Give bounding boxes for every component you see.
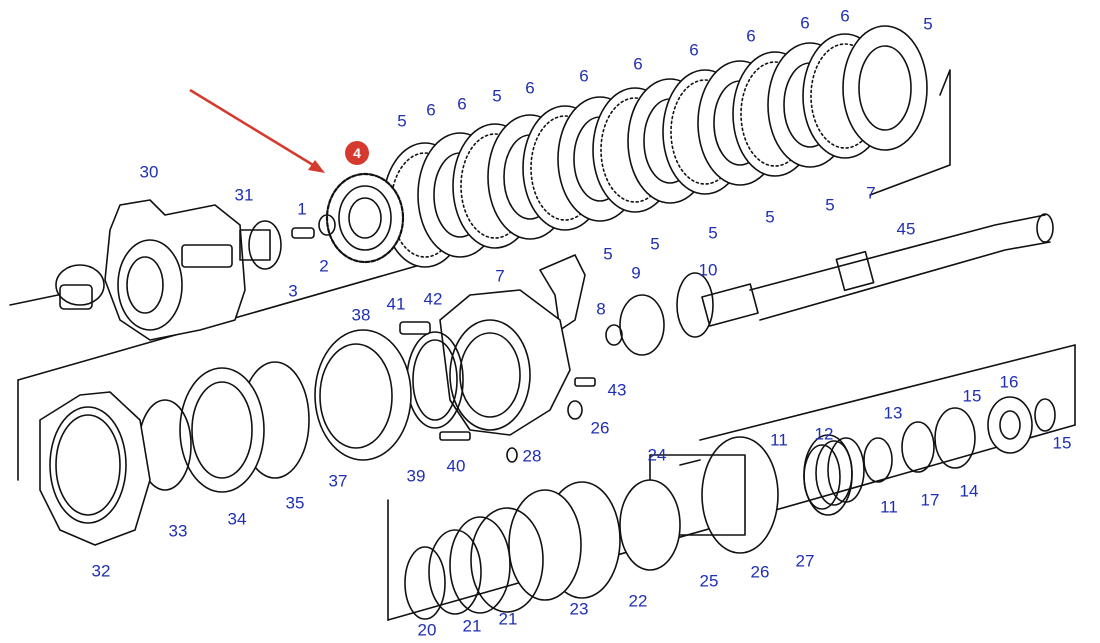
callout-label: 3 bbox=[288, 281, 298, 301]
callout-label: 20 bbox=[417, 620, 437, 640]
flange-housing bbox=[39, 391, 151, 546]
callout-label: 1 bbox=[297, 199, 307, 219]
highlight-badge: 4 bbox=[345, 141, 369, 165]
washer-and-screw bbox=[291, 214, 336, 239]
callout-label: 21 bbox=[498, 609, 518, 629]
callout-label: 5 bbox=[492, 86, 502, 106]
callout-label: 24 bbox=[647, 445, 667, 465]
callout-label: 5 bbox=[650, 234, 660, 254]
callout-label: 14 bbox=[959, 481, 979, 501]
callout-label: 10 bbox=[698, 260, 718, 280]
callout-label: 34 bbox=[227, 509, 247, 529]
highlight-arrow bbox=[189, 88, 325, 173]
callout-label: 16 bbox=[999, 372, 1019, 392]
callout-label: 25 bbox=[699, 571, 719, 591]
seal-rings bbox=[406, 331, 583, 463]
callout-label: 7 bbox=[866, 183, 876, 203]
callout-label: 11 bbox=[770, 430, 788, 450]
callout-label: 43 bbox=[607, 380, 627, 400]
callout-label: 6 bbox=[579, 66, 589, 86]
sun-gear-drum bbox=[619, 436, 779, 571]
clutch-hub-gear bbox=[325, 172, 405, 264]
callout-label: 26 bbox=[750, 562, 770, 582]
callout-label: 5 bbox=[708, 223, 718, 243]
callout-label: 32 bbox=[91, 561, 111, 581]
callout-label: 30 bbox=[139, 162, 159, 182]
callout-label: 37 bbox=[328, 471, 348, 491]
bearing-assembly bbox=[138, 361, 310, 493]
callout-label: 28 bbox=[522, 446, 542, 466]
callout-label: 26 bbox=[590, 418, 610, 438]
small-rings-and-bearing bbox=[863, 396, 1056, 483]
callout-label: 5 bbox=[923, 14, 933, 34]
callout-label: 6 bbox=[525, 78, 535, 98]
callout-label: 42 bbox=[423, 289, 443, 309]
callout-label: 11 bbox=[880, 497, 898, 517]
callout-label: 17 bbox=[920, 490, 940, 510]
callout-label: 5 bbox=[603, 244, 613, 264]
cover-housing bbox=[104, 199, 282, 341]
callout-label: 21 bbox=[462, 616, 482, 636]
callout-label: 5 bbox=[825, 195, 835, 215]
callout-label: 35 bbox=[285, 493, 305, 513]
bracket-block bbox=[539, 254, 586, 331]
callout-label: 5 bbox=[397, 111, 407, 131]
callout-label: 33 bbox=[168, 521, 188, 541]
input-drive-gear bbox=[9, 264, 105, 310]
spring-stack bbox=[803, 434, 865, 516]
callout-label: 27 bbox=[795, 551, 815, 571]
callout-label: 5 bbox=[765, 207, 775, 227]
callout-label: 15 bbox=[1052, 433, 1072, 453]
callout-label: 6 bbox=[800, 13, 810, 33]
callout-label: 39 bbox=[406, 466, 426, 486]
callout-label: 9 bbox=[631, 263, 641, 283]
callout-label: 31 bbox=[234, 185, 254, 205]
callout-label: 45 bbox=[896, 219, 916, 239]
brake-plate bbox=[314, 329, 412, 461]
callout-label: 7 bbox=[495, 266, 505, 286]
callout-label: 12 bbox=[814, 424, 834, 444]
piston-carrier-housing bbox=[399, 289, 596, 436]
clutch-disc-pack bbox=[382, 25, 928, 268]
snap-ring-and-washer bbox=[605, 294, 665, 356]
callout-label: 6 bbox=[840, 6, 850, 26]
callout-label: 13 bbox=[883, 403, 903, 423]
callout-label: 40 bbox=[446, 456, 466, 476]
callout-label: 6 bbox=[746, 26, 756, 46]
callout-label: 6 bbox=[426, 100, 436, 120]
callout-label: 2 bbox=[319, 256, 329, 276]
callout-label: 6 bbox=[633, 54, 643, 74]
callout-label: 6 bbox=[457, 94, 467, 114]
callout-label: 6 bbox=[689, 40, 699, 60]
callout-label: 8 bbox=[596, 299, 606, 319]
callout-label: 38 bbox=[351, 305, 371, 325]
planet-drum bbox=[404, 481, 621, 620]
callout-label: 23 bbox=[569, 599, 589, 619]
main-shaft bbox=[749, 213, 1054, 321]
shaft-collar-hub bbox=[676, 272, 759, 338]
callout-label: 41 bbox=[386, 294, 406, 314]
callout-label: 15 bbox=[962, 386, 982, 406]
callout-label: 22 bbox=[628, 591, 648, 611]
